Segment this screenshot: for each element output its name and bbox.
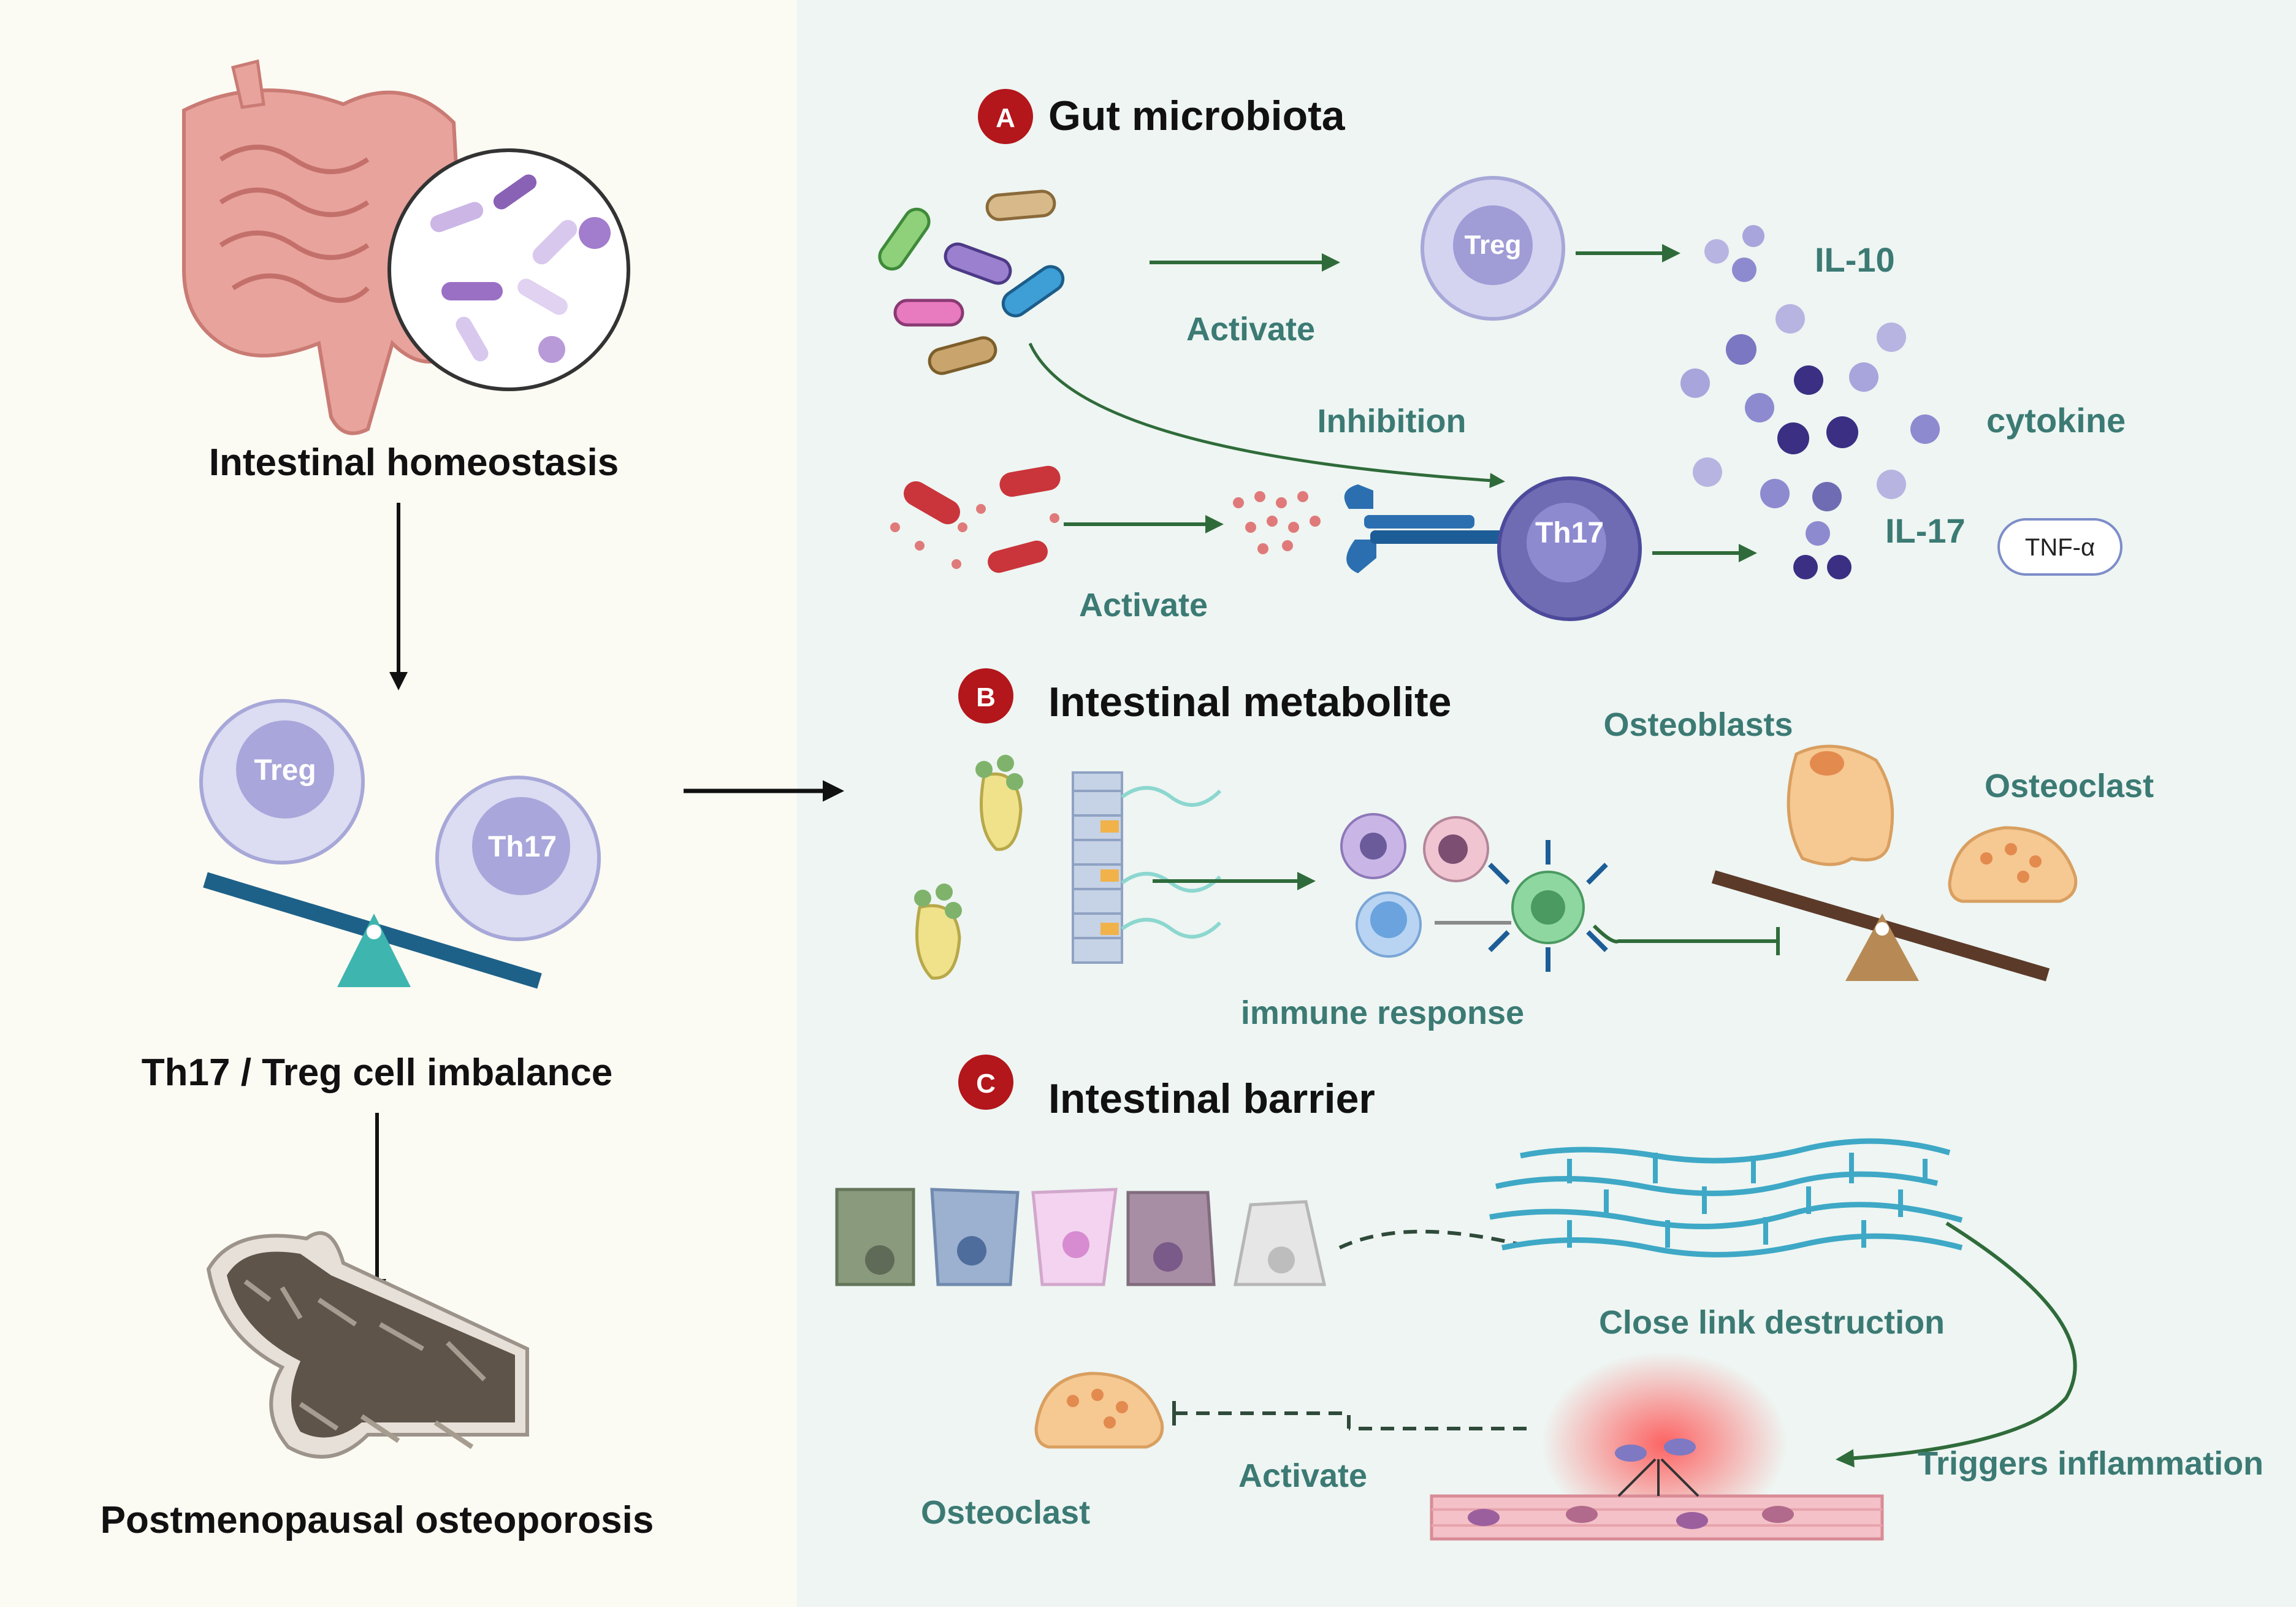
balance-seesaw [203,872,542,989]
osteoblast-cell [1787,744,1894,866]
bone-illustration [206,1231,529,1459]
activate-label-top: Activate [1186,311,1315,348]
th17-cell-left [435,776,601,941]
section-c-badge [958,1055,1013,1110]
epithelial-cells [835,1188,1327,1286]
th17-label-left: Th17 [488,831,557,863]
treg-cell-right [1421,176,1565,321]
treg-label-right: Treg [1465,230,1522,260]
tight-junction-network [1489,1138,1963,1258]
th17-label-right: Th17 [1535,517,1604,549]
osteoblasts-label: Osteoblasts [1603,706,1793,743]
dashed-activate-inhibit [1174,1411,1351,1429]
osteoclast-cell-c [1034,1372,1164,1449]
inhibition-label: Inhibition [1318,403,1466,440]
cytokine-label: cytokine [1986,401,2126,440]
section-b-badge-letter: B [976,682,996,712]
metabolite-particles [914,755,1023,980]
section-a-badge-letter: A [996,103,1015,133]
osteoporosis-label: Postmenopausal osteoporosis [101,1499,654,1541]
intestine-illustration [182,59,468,435]
il17-label: IL-17 [1885,511,1966,550]
antigen-fragments [1233,491,1321,554]
osteoclast-label-b: Osteoclast [1985,768,2154,804]
section-c-badge-letter: C [976,1069,996,1099]
arrow-junction-to-inflammation [1836,1221,2077,1468]
immune-response-label: immune response [1241,994,1524,1031]
homeostasis-label: Intestinal homeostasis [209,441,619,484]
activate-label-bottom: Activate [1079,587,1208,624]
il10-label: IL-10 [1815,240,1895,279]
section-a-badge [978,89,1033,144]
th17-cell-right [1497,476,1642,621]
immune-cells [1340,813,1608,972]
bacteria-cluster [878,189,1065,375]
receptor-complex [1344,484,1505,573]
arrow-bacteria-to-th17 [1028,342,1505,489]
inhibit-line-immune-to-balance [1592,924,1778,944]
osteoclast-cell-b [1948,826,2078,903]
section-c-title: Intestinal barrier [1048,1075,1375,1122]
close-link-label: Close link destruction [1599,1304,1945,1341]
inflamed-vessel [1430,1352,1884,1541]
tnf-alpha-badge [1997,518,2122,576]
triggers-inflammation-label: Triggers inflammation [1918,1445,2264,1482]
intestinal-membrane [1072,771,1222,964]
osteoclast-label-c: Osteoclast [921,1494,1090,1531]
section-a-title: Gut microbiota [1048,93,1346,139]
section-b-title: Intestinal metabolite [1048,679,1451,725]
microbiota-magnifier [387,148,630,391]
treg-cell-left [199,699,365,865]
damaged-bacteria [890,465,1061,573]
imbalance-label: Th17 / Treg cell imbalance [142,1052,612,1094]
section-b-badge [958,668,1013,723]
cytokine-particles [1680,225,1940,579]
dashed-cells-to-junction [1338,1229,1521,1250]
tnf-alpha-label: TNF-α [2025,534,2095,561]
bone-balance-seesaw [1711,870,2050,982]
activate-label-c: Activate [1238,1457,1367,1494]
treg-label-left: Treg [254,754,316,787]
